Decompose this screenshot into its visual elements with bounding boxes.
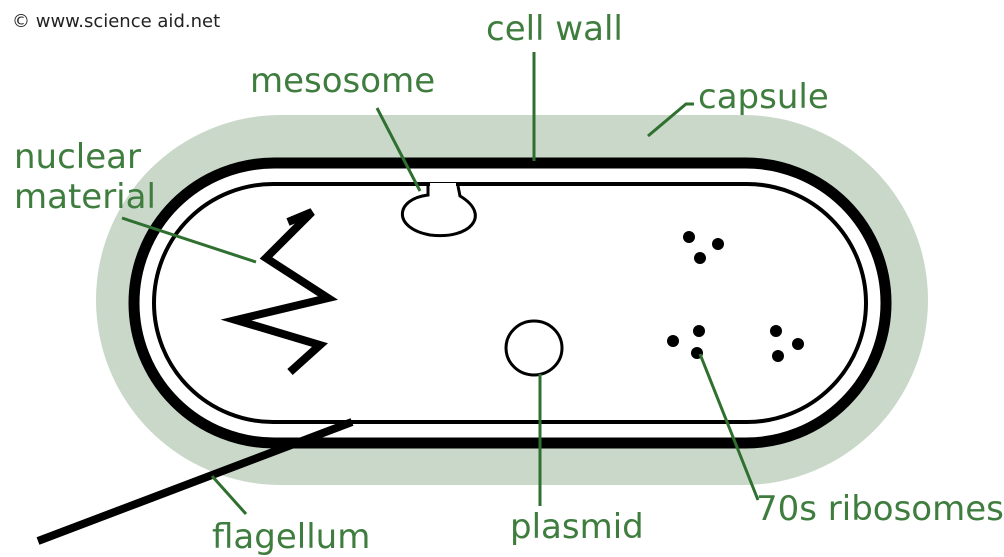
copyright-text: © www.science aid.net	[12, 11, 220, 32]
ribosome-dot	[683, 231, 695, 243]
plasmid-label: plasmid	[510, 507, 644, 547]
capsule-label: capsule	[698, 77, 829, 117]
cell-membrane-outline	[154, 184, 866, 422]
ribosome-dot	[712, 238, 724, 250]
ribosome-dot	[693, 325, 705, 337]
ribosome-dot	[667, 335, 679, 347]
nuclear-material-label-line1: nuclear	[14, 137, 141, 177]
flagellum-leader	[212, 476, 246, 514]
nuclear-material-label-line2: material	[14, 177, 156, 217]
flagellum-label: flagellum	[212, 517, 370, 557]
ribosome-dot	[772, 350, 784, 362]
ribosomes-label: 70s ribosomes	[756, 489, 1004, 529]
mesosome-label: mesosome	[250, 61, 435, 101]
ribosome-dot	[694, 252, 706, 264]
plasmid-shape	[506, 321, 562, 375]
cell-wall-label: cell wall	[486, 9, 623, 49]
ribosome-dot	[770, 325, 782, 337]
ribosome-dot	[792, 338, 804, 350]
